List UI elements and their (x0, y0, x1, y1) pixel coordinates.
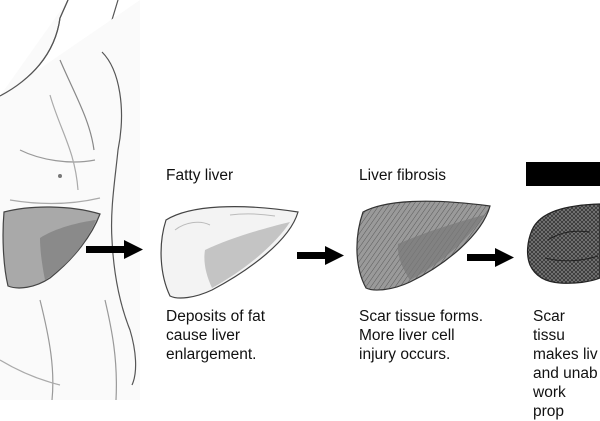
illustration (0, 0, 600, 401)
stage-title-fatty-liver: Fatty liver (166, 167, 234, 184)
healthy-liver-illustration (2, 206, 101, 289)
right-arrow-icon (297, 246, 344, 265)
caption-liver-fibrosis: Scar tissue forms. More liver cell injur… (359, 308, 484, 363)
stage-title-liver-fibrosis: Liver fibrosis (359, 167, 446, 184)
right-arrow-icon (467, 248, 514, 267)
redacted-title-bar (526, 162, 600, 186)
liver-fibrosis-illustration (356, 200, 491, 291)
torso-illustration (0, 0, 140, 401)
caption-fatty-liver: Deposits of fat cause liver enlargement. (166, 308, 266, 363)
right-arrow-icon (86, 240, 143, 259)
cirrhosis-liver-illustration (526, 203, 600, 284)
caption-cirrhosis: Scar tissu makes liv and unab work prop (533, 308, 598, 420)
fatty-liver-illustration (160, 206, 299, 299)
